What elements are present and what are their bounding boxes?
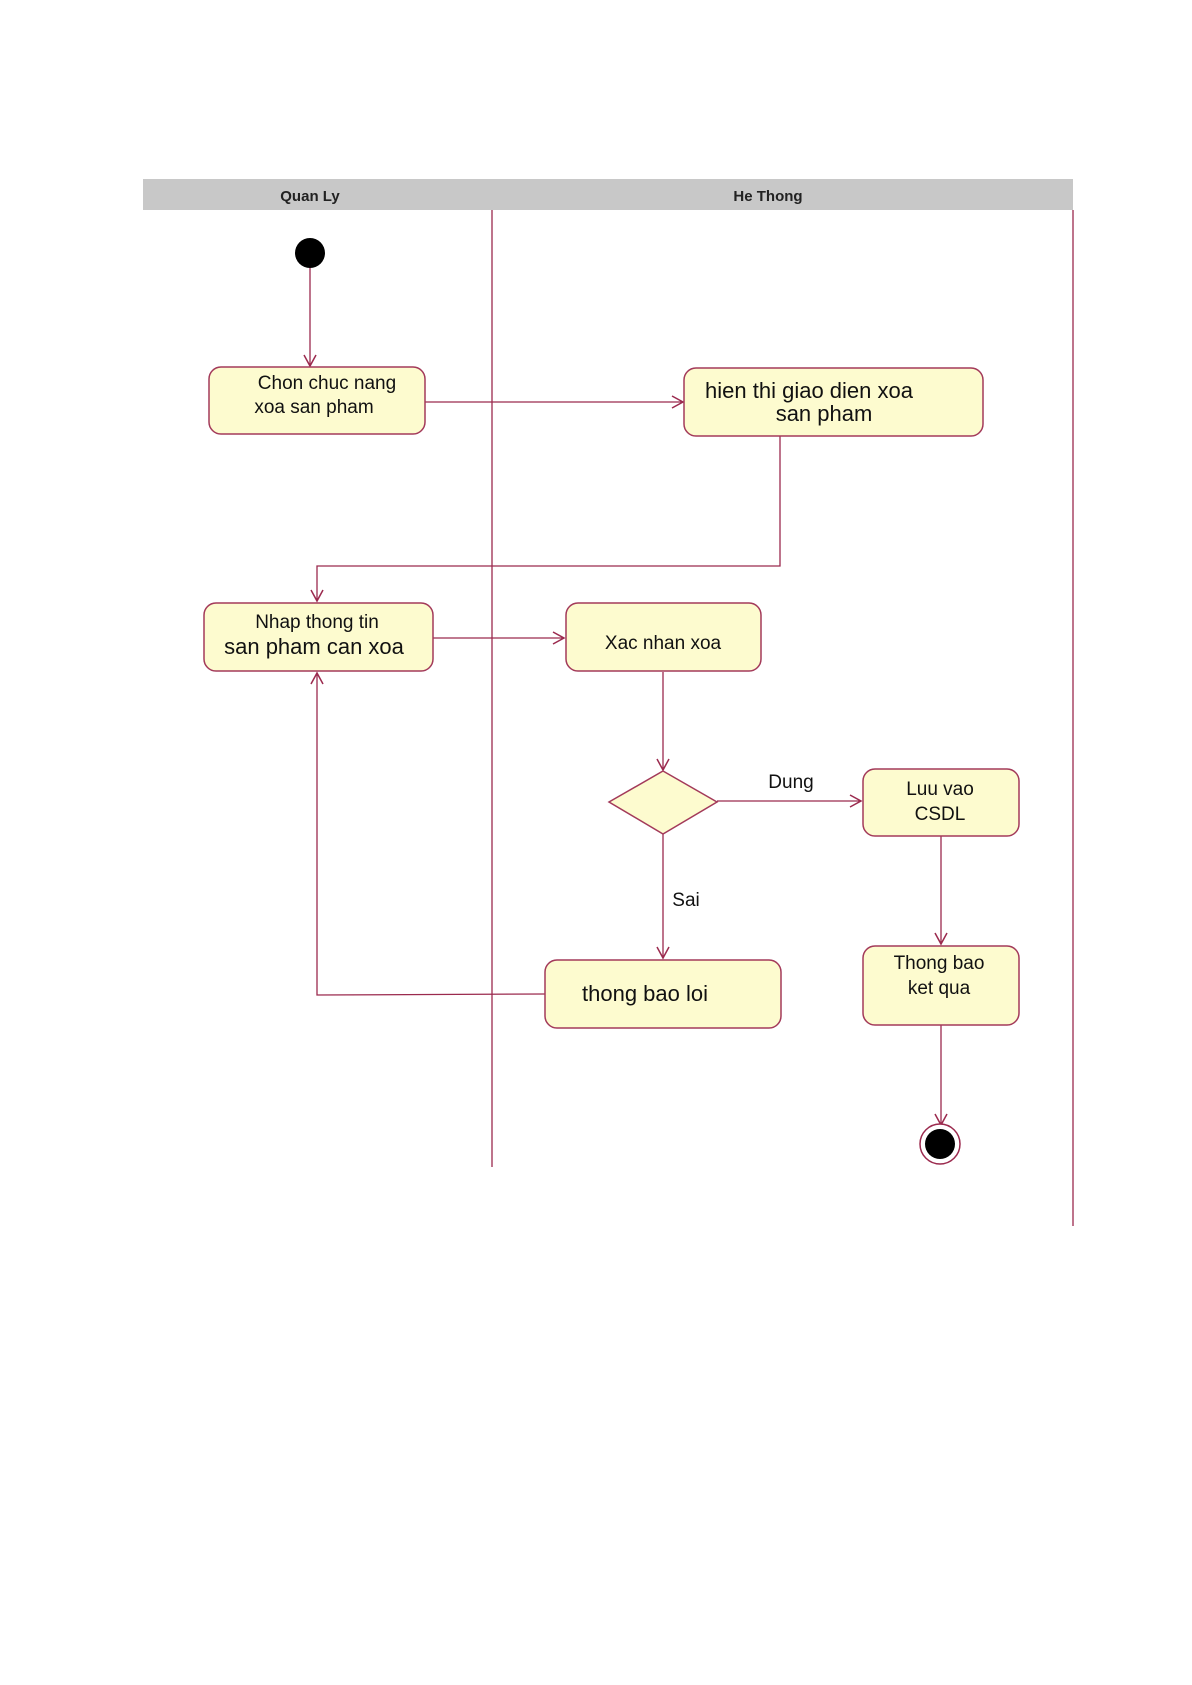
activity-label-line1: Luu vao: [906, 779, 974, 800]
swimlane-header: Quan Ly He Thong: [143, 179, 1073, 210]
lane-label-quan-ly: Quan Ly: [280, 188, 340, 205]
activity-label-line1: Xac nhan xoa: [605, 633, 722, 654]
activity-label-line1: Chon chuc nang: [258, 373, 396, 394]
guard-label-sai: Sai: [672, 890, 699, 911]
activity-thong-bao-loi: thong bao loi: [545, 960, 781, 1028]
activity-nhap-thong-tin: Nhap thong tin san pham can xoa: [204, 603, 433, 671]
decision-node: [609, 771, 717, 834]
initial-node: [295, 238, 325, 268]
final-node: [920, 1124, 960, 1164]
guard-label-dung: Dung: [768, 772, 813, 793]
edge-hienthi-to-nhap: [317, 436, 780, 601]
activity-label-line2: san pham can xoa: [224, 634, 405, 659]
activity-label-line1: hien thi giao dien xoa: [705, 378, 914, 403]
activity-label-line2: san pham: [776, 401, 873, 426]
lane-label-he-thong: He Thong: [733, 188, 802, 205]
activity-chon-chuc-nang: Chon chuc nang xoa san pham: [209, 367, 425, 434]
activity-xac-nhan-xoa: Xac nhan xoa: [566, 603, 761, 671]
activity-label-line1: thong bao loi: [582, 981, 708, 1006]
activity-label-line2: xoa san pham: [254, 397, 373, 418]
activity-label-line1: Thong bao: [894, 953, 985, 974]
activity-hien-thi-giao-dien: hien thi giao dien xoa san pham: [684, 368, 983, 436]
activity-luu-vao-csdl: Luu vao CSDL: [863, 769, 1019, 836]
activity-label-line2: CSDL: [915, 804, 966, 825]
activity-label-line1: Nhap thong tin: [255, 612, 379, 633]
final-node-core: [925, 1129, 955, 1159]
edge-loi-to-nhap: [317, 673, 545, 995]
activity-thong-bao-ket-qua: Thong bao ket qua: [863, 946, 1019, 1025]
activity-label-line2: ket qua: [908, 978, 971, 999]
